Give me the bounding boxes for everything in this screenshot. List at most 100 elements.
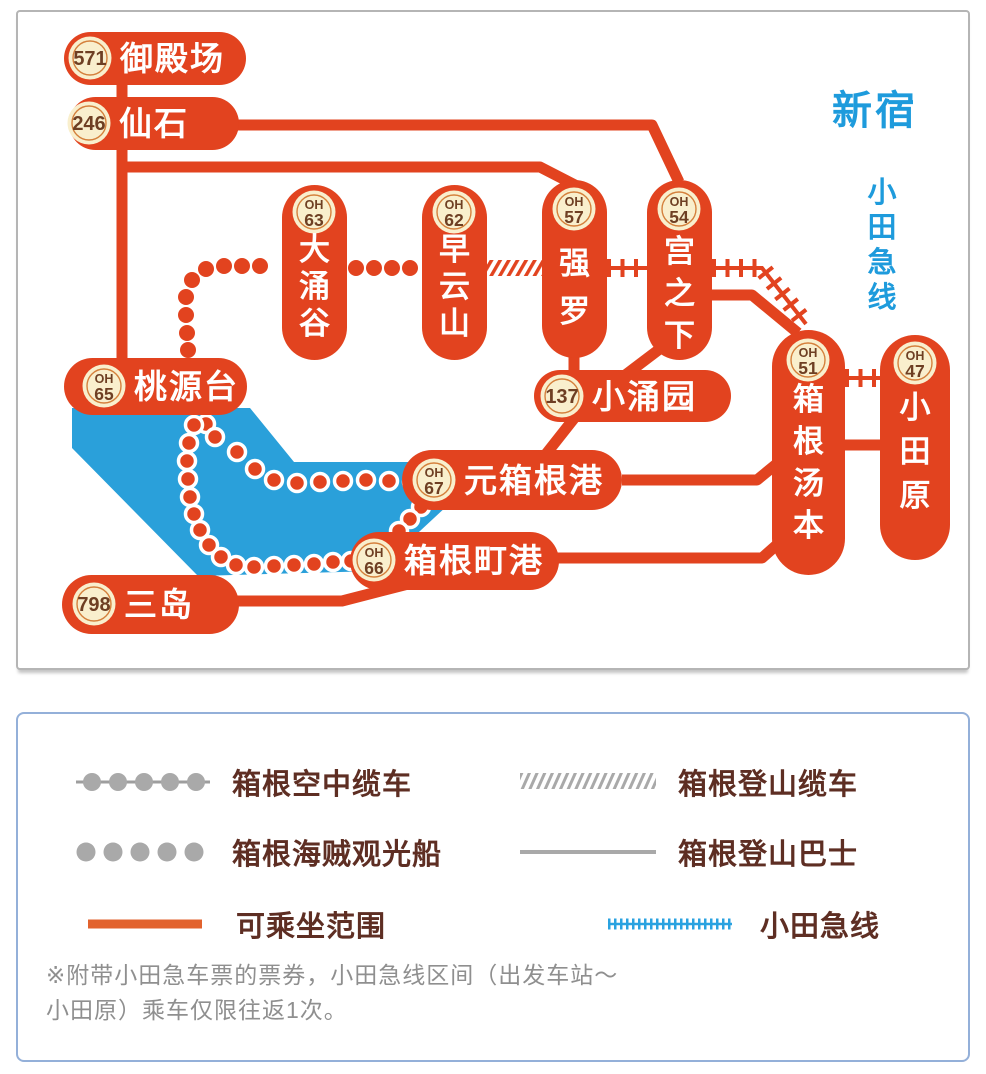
svg-text:798: 798: [77, 594, 110, 616]
station-badge-hakone-yumoto: [786, 338, 830, 382]
legend-item-cablecar: 箱根登山缆车: [516, 764, 858, 801]
station-name-gotemba: 御殿场: [119, 40, 225, 77]
ship-route-dot-togendai-motohakone: [332, 470, 354, 492]
ship-dots-icon: [70, 835, 220, 869]
label-shinjuku: 新宿: [832, 89, 918, 133]
svg-text:66: 66: [364, 558, 384, 578]
ship-route-dot-togendai-hakonemachi: [210, 546, 232, 568]
station-name-miyanoshita: 宫: [664, 234, 695, 269]
station-badge-odawara: [893, 341, 937, 385]
svg-text:62: 62: [444, 210, 464, 230]
ropeway-dot-owakudani-togendai: [180, 342, 196, 358]
ship-route-dot-togendai-motohakone: [204, 426, 226, 448]
svg-text:OH: OH: [365, 546, 384, 560]
svg-text:OH: OH: [670, 195, 689, 209]
station-badge-sengoku: [67, 101, 111, 145]
station-badge-owakudani: [292, 190, 336, 234]
legend-item-bus: 箱根登山巴士: [516, 834, 859, 871]
svg-text:47: 47: [905, 361, 924, 381]
label-odakyu-line: 田: [867, 212, 896, 244]
station-name-sounzan: 山: [439, 306, 470, 341]
ropeway-dot-owakudani-togendai: [234, 258, 250, 274]
ropeway-dot-owakudani-togendai: [198, 261, 214, 277]
legend-card: 箱根空中缆车 箱根登山缆车 箱根海贼观光船 箱根登山巴士 可乘坐范围 小田急线 …: [16, 712, 970, 1062]
svg-text:OH: OH: [445, 198, 464, 212]
ropeway-dot-owakudani-togendai: [216, 258, 232, 274]
svg-text:OH: OH: [305, 198, 324, 212]
svg-text:54: 54: [669, 207, 689, 227]
label-odakyu-line: 急: [867, 246, 896, 279]
station-name-owakudani: 谷: [299, 306, 330, 341]
station-badge-sounzan: [432, 190, 476, 234]
legend-label: 小田急线: [760, 911, 881, 943]
station-gotemba: 571 御殿场: [64, 32, 246, 85]
svg-text:OH: OH: [906, 349, 925, 363]
station-badge-hakonemachi-ko: [352, 538, 396, 582]
svg-text:OH: OH: [95, 372, 114, 386]
station-badge-mishima: [72, 582, 116, 626]
legend-item-odakyu: 小田急线: [598, 906, 881, 943]
station-badge-kowakien: [540, 374, 584, 418]
railway-ties-miyanoshita-yumoto-rail: [712, 259, 814, 330]
ship-route-dot-togendai-motohakone: [355, 469, 377, 491]
bus-line-sengoku-gora: [122, 161, 578, 190]
station-badge-togendai: [82, 364, 126, 408]
ropeway-line-icon: [70, 765, 220, 799]
svg-text:OH: OH: [565, 195, 584, 209]
ship-route-dot-togendai-motohakone: [309, 471, 331, 493]
cablecar-segment: [487, 260, 542, 276]
ship-route-dot-togendai-hakonemachi: [176, 450, 198, 472]
station-name-odawara: 小: [900, 390, 931, 425]
ship-route-dot-togendai-hakonemachi: [198, 534, 220, 556]
ship-route-dot-togendai-hakonemachi: [283, 554, 305, 576]
ship-route-dot-togendai-hakonemachi: [243, 556, 265, 578]
legend-label: 箱根海贼观光船: [232, 839, 443, 871]
label-odakyu-line: 小: [867, 176, 896, 209]
footnote-line1: ※附带小田急车票的票券，小田急线区间（出发车站～: [46, 962, 619, 988]
ropeway-dot-owakudani-togendai: [252, 258, 268, 274]
station-name-odawara: 田: [900, 434, 931, 469]
ship-route-dot-togendai-hakonemachi: [322, 551, 344, 573]
station-name-motohakone-ko: 元箱根港: [464, 462, 604, 499]
lake-ashi: [72, 408, 448, 576]
bus-line-hakonemachi-yumoto: [557, 514, 810, 564]
station-name-gora: 罗: [559, 294, 590, 329]
label-odakyu-line: 线: [867, 281, 896, 314]
station-badge-gora: [552, 187, 596, 231]
ropeway-dot-owakudani-sounzan: [402, 260, 418, 276]
footnote: ※附带小田急车票的票券，小田急线区间（出发车站～ 小田原）乘车仅限往返1次。: [46, 958, 618, 1028]
station-name-hakone-yumoto: 本: [793, 508, 824, 543]
station-badge-gotemba: [68, 36, 112, 80]
cablecar-line-icon: [516, 765, 666, 799]
station-name-sounzan: 云: [439, 269, 470, 304]
footnote-line2: 小田原）乘车仅限往返1次。: [46, 997, 348, 1023]
ship-route-dot-togendai-motohakone: [244, 458, 266, 480]
station-name-hakone-yumoto: 汤: [793, 466, 824, 501]
svg-text:67: 67: [424, 478, 443, 498]
svg-text:OH: OH: [799, 346, 818, 360]
bus-line-miyanoshita-yumoto-bus: [712, 289, 802, 338]
legend-label: 可乘坐范围: [236, 911, 387, 943]
svg-text:571: 571: [73, 48, 106, 70]
ship-route-dot-togendai-hakonemachi: [263, 555, 285, 577]
ship-route-dot-togendai-hakonemachi: [178, 432, 200, 454]
station-name-gora: 强: [559, 246, 590, 281]
ship-route-dot-togendai-hakonemachi: [177, 468, 199, 490]
station-name-hakonemachi-ko: 箱根町港: [404, 542, 544, 579]
legend-label: 箱根登山巴士: [678, 839, 859, 871]
ropeway-dot-owakudani-sounzan: [348, 260, 364, 276]
station-name-miyanoshita: 之: [664, 276, 695, 311]
station-badge-motohakone-ko: [412, 458, 456, 502]
